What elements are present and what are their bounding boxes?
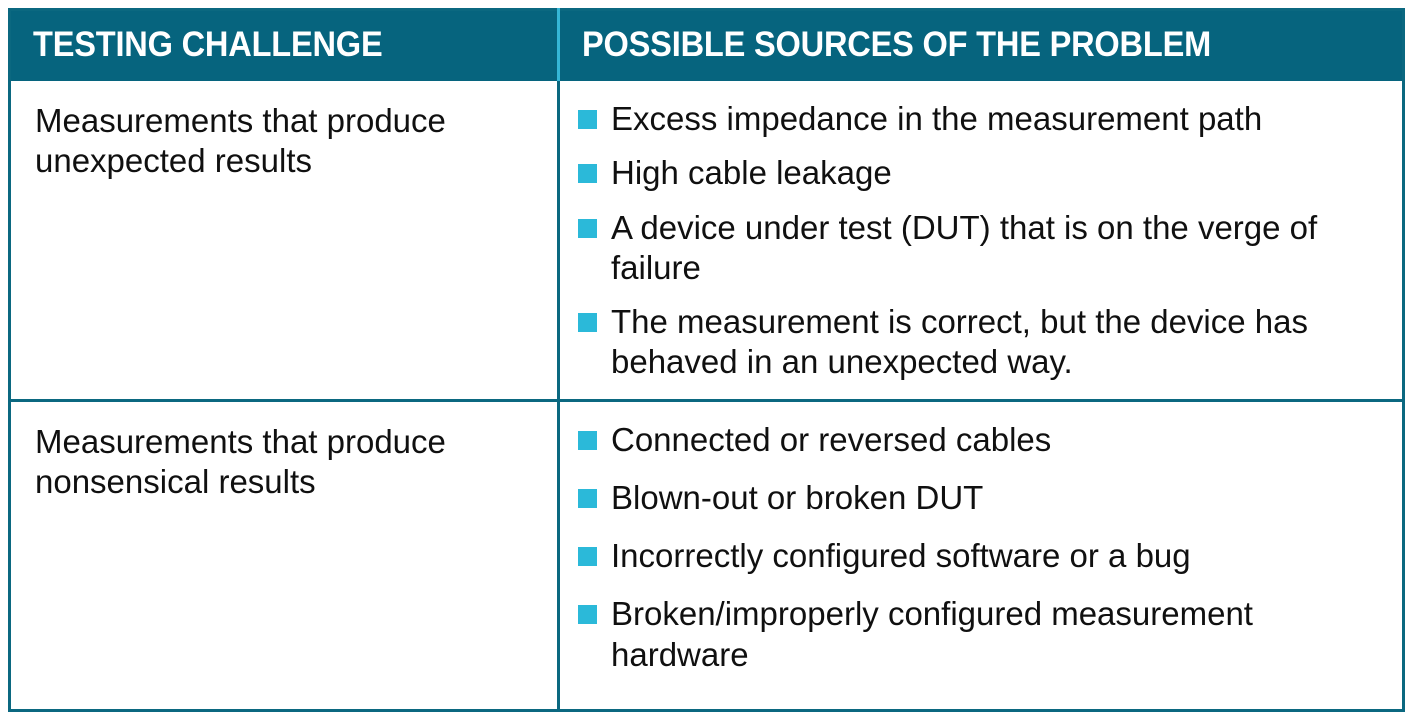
list-item: A device under test (DUT) that is on the… [578, 208, 1388, 289]
list-item-label: The measurement is correct, but the devi… [611, 303, 1308, 381]
square-bullet-icon [578, 547, 597, 566]
sources-list: Excess impedance in the measurement path… [578, 99, 1388, 383]
square-bullet-icon [578, 313, 597, 332]
square-bullet-icon [578, 488, 597, 508]
square-bullet-icon [578, 218, 597, 238]
list-item-label: A device under test (DUT) that is on the… [611, 208, 1318, 286]
challenge-cell: Measurements that produce nonsensical re… [9, 398, 559, 711]
list-item: Incorrectly configured software or a bug [578, 536, 1388, 576]
list-item: Blown-out or broken DUT [578, 478, 1388, 518]
list-item: The measurement is correct, but the devi… [578, 302, 1388, 383]
sources-cell: Excess impedance in the measurement path… [557, 81, 1404, 400]
table-header: TESTING CHALLENGE POSSIBLE SOURCES OF TH… [9, 9, 1404, 81]
table-row: Measurements that produce unexpected res… [9, 81, 1404, 400]
list-item: Broken/improperly configured measurement… [578, 594, 1388, 675]
column-header-testing-challenge: TESTING CHALLENGE [9, 9, 559, 81]
column-header-testing-challenge-label: TESTING CHALLENGE [33, 25, 383, 64]
list-item-label: Excess impedance in the measurement path [611, 100, 1263, 137]
square-bullet-icon [578, 605, 597, 625]
list-item: Connected or reversed cables [578, 420, 1388, 460]
table-header-row: TESTING CHALLENGE POSSIBLE SOURCES OF TH… [9, 9, 1404, 81]
list-item: High cable leakage [578, 153, 1388, 193]
table-row: Measurements that produce nonsensical re… [9, 398, 1404, 711]
challenge-cell: Measurements that produce unexpected res… [9, 81, 559, 400]
column-header-possible-sources-label: POSSIBLE SOURCES OF THE PROBLEM [582, 25, 1212, 64]
list-item-label: Incorrectly configured software or a bug [611, 537, 1191, 574]
list-item: Excess impedance in the measurement path [578, 99, 1388, 139]
challenge-text: Measurements that produce nonsensical re… [35, 422, 446, 500]
square-bullet-icon [578, 164, 597, 184]
testing-challenge-table: TESTING CHALLENGE POSSIBLE SOURCES OF TH… [8, 8, 1405, 712]
list-item-label: Blown-out or broken DUT [611, 478, 984, 516]
challenge-text: Measurements that produce unexpected res… [35, 102, 446, 180]
sources-list: Connected or reversed cables Blown-out o… [578, 420, 1388, 675]
list-item-label: Broken/improperly configured measurement… [611, 595, 1253, 673]
sources-cell: Connected or reversed cables Blown-out o… [557, 398, 1404, 711]
square-bullet-icon [578, 430, 597, 450]
column-header-possible-sources: POSSIBLE SOURCES OF THE PROBLEM [557, 9, 1404, 81]
square-bullet-icon [578, 110, 597, 129]
list-item-label: High cable leakage [611, 154, 892, 192]
comparison-table-container: TESTING CHALLENGE POSSIBLE SOURCES OF TH… [8, 8, 1405, 712]
table-body: Measurements that produce unexpected res… [9, 81, 1404, 711]
list-item-label: Connected or reversed cables [611, 420, 1052, 458]
